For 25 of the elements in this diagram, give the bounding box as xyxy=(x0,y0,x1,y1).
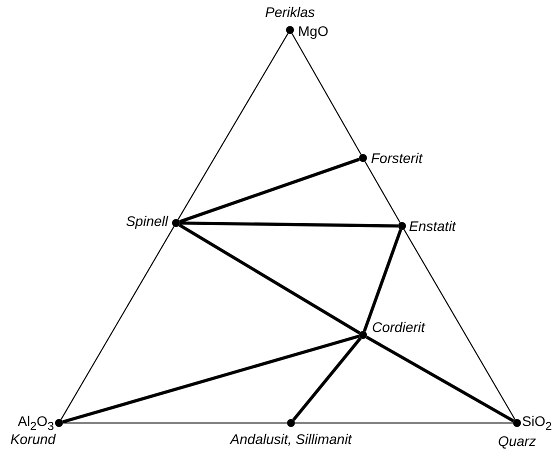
phase-label: Cordierit xyxy=(372,319,425,335)
tie-line xyxy=(179,158,360,224)
triangle-side xyxy=(63,422,287,424)
phase-label: Korund xyxy=(10,431,56,447)
phase-label: Quarz xyxy=(498,433,536,449)
triangle-side xyxy=(60,226,174,420)
triangle-side xyxy=(178,33,288,220)
triangle-side xyxy=(292,33,362,155)
phase-label: Periklas xyxy=(265,4,315,20)
tie-line xyxy=(292,337,362,421)
phase-label: Forsterit xyxy=(371,150,422,166)
phase-label: Andalusit, Sillimanit xyxy=(230,431,352,447)
tie-line xyxy=(180,221,398,228)
triangle-side xyxy=(364,161,400,223)
oxide-label: SiO$_{2}$ xyxy=(522,413,552,435)
tie-line xyxy=(366,336,514,422)
triangle-side xyxy=(295,422,513,424)
tie-line xyxy=(178,224,360,334)
oxide-label: MgO xyxy=(298,23,328,39)
phase-label: Spinell xyxy=(126,213,168,229)
triangle-side xyxy=(404,229,516,420)
tie-line xyxy=(62,334,360,424)
phase-label: Enstatit xyxy=(409,218,456,234)
oxide-label: Al$_{2}$O$_{3}$ xyxy=(18,413,54,434)
tie-line xyxy=(362,229,402,332)
